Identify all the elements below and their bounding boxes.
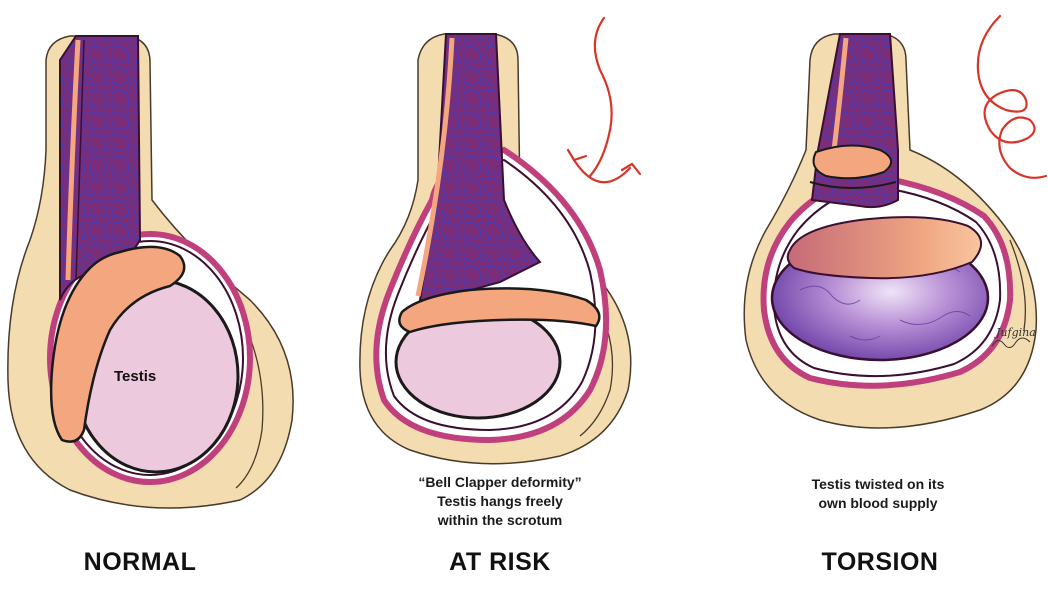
at-risk-caption: “Bell Clapper deformity” Testis hangs fr… bbox=[360, 473, 640, 530]
torsion-twisted-cord bbox=[814, 145, 892, 178]
torsion-title: TORSION bbox=[780, 548, 980, 577]
at-risk-caption-line-2: Testis hangs freely bbox=[360, 492, 640, 511]
at-risk-caption-line-1: “Bell Clapper deformity” bbox=[360, 473, 640, 492]
torsion-panel bbox=[744, 16, 1046, 428]
twist-spiral-icon bbox=[978, 16, 1046, 178]
testis-label: Testis bbox=[114, 368, 156, 385]
torsion-caption-line-1: Testis twisted on its bbox=[748, 475, 1008, 494]
at-risk-panel bbox=[360, 18, 640, 464]
at-risk-caption-line-3: within the scrotum bbox=[360, 511, 640, 530]
torsion-caption-line-2: own blood supply bbox=[748, 494, 1008, 513]
rotation-arrow-icon bbox=[568, 18, 640, 182]
normal-panel bbox=[8, 36, 293, 508]
torsion-caption: Testis twisted on its own blood supply bbox=[748, 475, 1008, 513]
at-risk-title: AT RISK bbox=[400, 548, 600, 577]
artist-signature: Jufgina bbox=[996, 326, 1036, 339]
normal-title: NORMAL bbox=[40, 548, 240, 577]
